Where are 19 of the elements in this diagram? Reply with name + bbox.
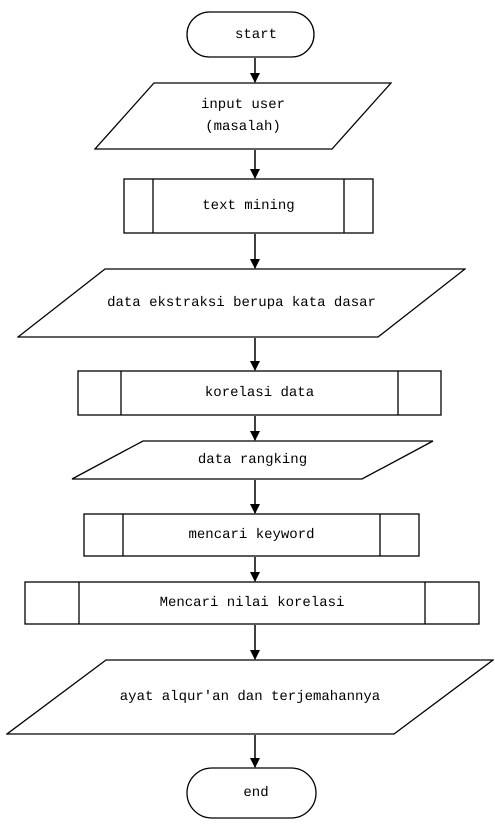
arrow <box>250 416 260 441</box>
node-label: text mining <box>202 197 295 216</box>
node-label: Mencari nilai korelasi <box>160 594 344 613</box>
arrow <box>250 150 260 179</box>
node-label: input user (masalah) <box>200 96 286 137</box>
node-label: mencari keyword <box>188 526 315 545</box>
arrow <box>250 480 260 514</box>
node-label: ayat alqur'an dan terjemahannya <box>120 688 380 707</box>
arrow <box>250 625 260 660</box>
node-label: korelasi data <box>204 384 314 403</box>
arrow <box>250 58 260 83</box>
arrow <box>250 234 260 269</box>
node-label: start <box>235 26 278 44</box>
node-label: end <box>243 784 269 803</box>
arrow <box>250 338 260 371</box>
node-label: data ekstraksi berupa kata dasar <box>107 294 376 313</box>
arrow <box>250 557 260 582</box>
arrow <box>250 735 260 768</box>
node-label: data rangking <box>198 451 308 470</box>
